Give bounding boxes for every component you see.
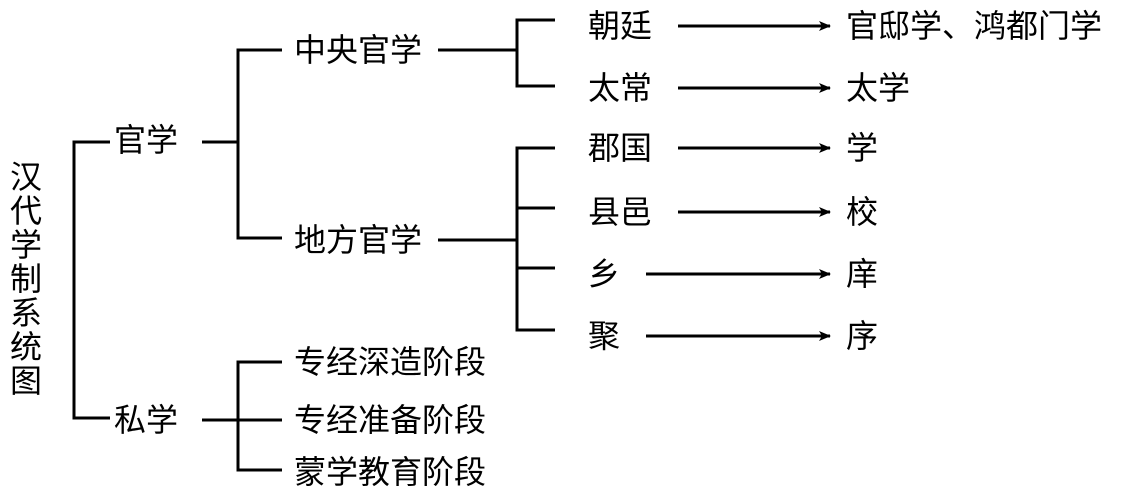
root-bracket: [72, 140, 110, 420]
local-to-3: 庠: [846, 255, 879, 293]
local-to-4: 序: [846, 317, 879, 355]
private-stage-3: 蒙学教育阶段: [294, 453, 487, 491]
local-from-3: 乡: [588, 255, 621, 293]
official-label: 官学: [114, 121, 179, 159]
central-from-2: 太常: [588, 69, 653, 107]
private-stage-1: 专经深造阶段: [294, 343, 487, 381]
local-from-2: 县邑: [588, 193, 653, 231]
local-official-label: 地方官学: [294, 221, 423, 259]
private-label: 私学: [114, 401, 179, 439]
local-to-2: 校: [846, 193, 879, 231]
private-bracket: [236, 360, 282, 472]
central-official-label: 中央官学: [294, 31, 423, 69]
central-to-1: 官邸学、鸿都门学: [846, 7, 1103, 45]
local-to-1: 学: [846, 129, 879, 167]
central-from-1: 朝廷: [588, 7, 653, 45]
local-bracket: [515, 146, 555, 332]
local-from-1: 郡国: [588, 129, 653, 167]
local-from-4: 聚: [588, 317, 621, 355]
private-stage-2: 专经准备阶段: [294, 401, 487, 439]
official-bracket: [236, 48, 282, 240]
root-title: 汉代学制系统图: [9, 158, 42, 400]
central-to-2: 太学: [846, 69, 911, 107]
central-bracket: [515, 18, 555, 88]
